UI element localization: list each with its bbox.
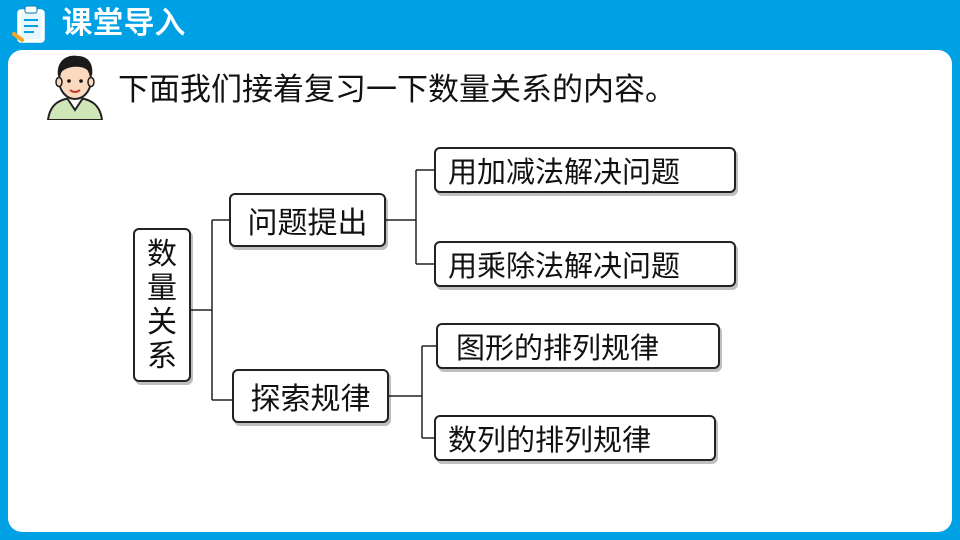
- leaf-label: 数列的排列规律: [448, 423, 652, 457]
- leaf-label: 用加减法解决问题: [448, 155, 681, 189]
- branch-label: 探索规律: [250, 382, 371, 417]
- teacher-avatar: [46, 55, 104, 120]
- leaf-node: 数列的排列规律: [434, 415, 716, 461]
- page-title: 课堂导入: [62, 6, 186, 41]
- intro-text: 下面我们接着复习一下数量关系的内容。: [118, 72, 676, 108]
- leaf-node: 图形的排列规律: [436, 323, 720, 369]
- leaf-label: 用乘除法解决问题: [448, 249, 681, 283]
- header: 课堂导入: [0, 0, 960, 48]
- branch-label: 问题提出: [247, 206, 368, 241]
- leaf-label: 图形的排列规律: [456, 331, 660, 365]
- leaf-node: 用加减法解决问题: [434, 147, 736, 193]
- clipboard-icon: [12, 5, 45, 43]
- root-label: 数 量 关 系: [147, 237, 177, 374]
- branch-node-pattern: 探索规律: [232, 369, 389, 423]
- diagram-root-node: 数 量 关 系: [133, 228, 191, 382]
- branch-node-problem: 问题提出: [229, 193, 386, 247]
- leaf-node: 用乘除法解决问题: [434, 241, 736, 287]
